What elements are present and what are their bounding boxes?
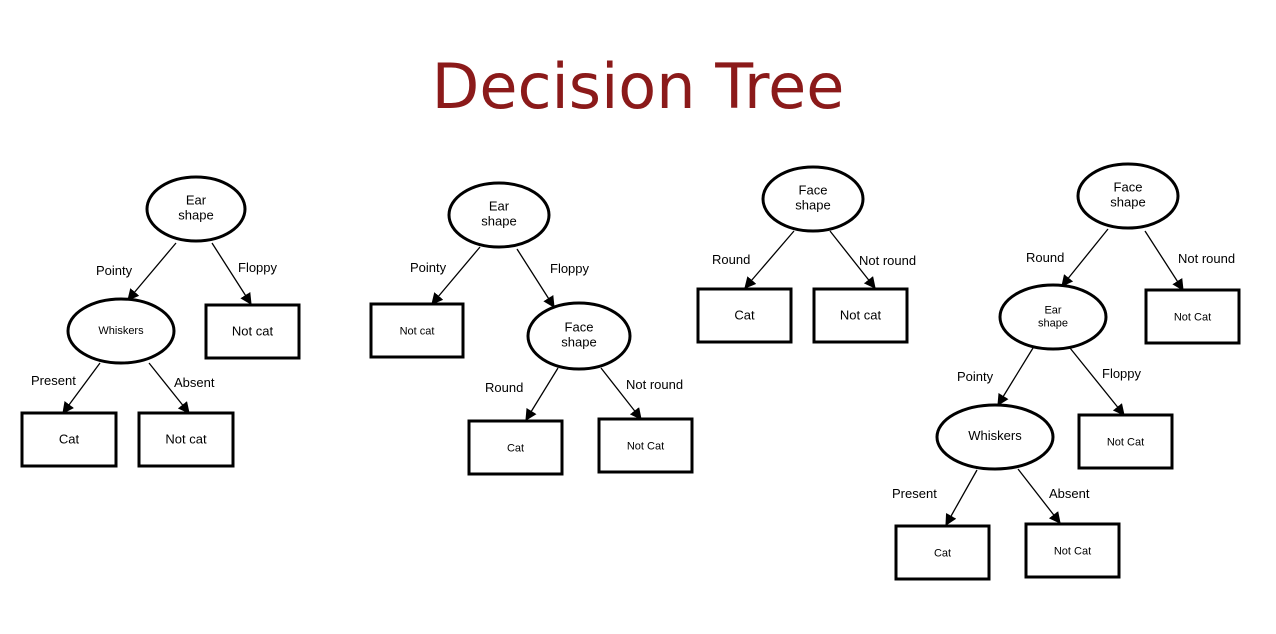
edge-arrow-round [744, 230, 795, 289]
leaf-node-box [369, 302, 465, 359]
leaf-node-cat: Cat [467, 419, 564, 476]
edge-arrow-floppy [211, 242, 252, 305]
leaf-node-cat: Cat [696, 287, 793, 344]
node-label: Not cat [840, 308, 882, 323]
edge-arrow-round [1061, 228, 1109, 287]
decision-node-whiskers: Whiskers [66, 297, 176, 365]
edge-arrow-pointy [127, 242, 177, 301]
edge-arrow-round [525, 367, 559, 421]
leaf-node-box [1144, 288, 1241, 345]
edge-arrow-present [62, 362, 101, 414]
leaf-node-cat: Cat [894, 524, 991, 581]
edge-arrow-pointy [997, 347, 1034, 406]
leaf-node-box [137, 411, 235, 468]
edge-label-floppy: Floppy [550, 261, 590, 276]
edge-arrow-floppy [516, 248, 555, 308]
edge-arrow-not-round [600, 367, 642, 420]
leaf-node-not-cat: Not Cat [597, 417, 694, 474]
edge-arrow-absent [1017, 468, 1061, 524]
edge-label-present: Present [892, 486, 937, 501]
edge-arrow-floppy [1069, 347, 1125, 416]
node-label: Cat [934, 547, 951, 559]
page-title: Decision Tree [432, 50, 845, 123]
decision-node-shape [145, 175, 247, 243]
node-label: Whiskers [98, 325, 144, 337]
leaf-node-box [1024, 522, 1121, 579]
leaf-node-not-cat: Not cat [204, 303, 301, 360]
decision-node-shape [447, 181, 551, 249]
leaf-node-box [894, 524, 991, 581]
edge-label-round: Round [1026, 250, 1064, 265]
leaf-node-box [696, 287, 793, 344]
edge-label-absent: Absent [174, 375, 215, 390]
node-label: Not Cat [1107, 436, 1144, 448]
node-label: Cat [507, 442, 524, 454]
edge-arrow-absent [148, 362, 190, 414]
node-label: Not Cat [1174, 311, 1211, 323]
edge-label-pointy: Pointy [410, 260, 447, 275]
decision-node-shape [66, 297, 176, 365]
edge-label-absent: Absent [1049, 486, 1090, 501]
leaf-node-box [467, 419, 564, 476]
decision-node-shape [761, 165, 865, 233]
decision-node-whiskers: Whiskers [935, 403, 1055, 471]
edge-arrow-pointy [431, 246, 481, 305]
decision-node-shape [998, 283, 1108, 351]
decision-node-shape [935, 403, 1055, 471]
leaf-node-box [204, 303, 301, 360]
leaf-node-not-cat: Not Cat [1144, 288, 1241, 345]
edge-label-pointy: Pointy [96, 263, 133, 278]
edge-label-not-round: Not round [1178, 251, 1235, 266]
edge-label-floppy: Floppy [1102, 366, 1142, 381]
edge-label-not-round: Not round [859, 253, 916, 268]
leaf-node-box [1077, 413, 1174, 470]
node-label: Cat [59, 432, 80, 447]
node-label: Whiskers [968, 428, 1022, 443]
edge-arrow-not-round [829, 230, 876, 289]
edge-label-pointy: Pointy [957, 369, 994, 384]
leaf-node-box [812, 287, 909, 344]
edge-label-present: Present [31, 373, 76, 388]
edge-label-not-round: Not round [626, 377, 683, 392]
leaf-node-not-cat: Not cat [137, 411, 235, 468]
leaf-node-not-cat: Not cat [812, 287, 909, 344]
leaf-node-not-cat: Not Cat [1024, 522, 1121, 579]
node-label: Cat [734, 308, 755, 323]
node-label: Not cat [232, 324, 274, 339]
leaf-node-not-cat: Not Cat [1077, 413, 1174, 470]
node-label: Not Cat [627, 440, 664, 452]
edge-arrow-not-round [1144, 230, 1184, 291]
edge-label-floppy: Floppy [238, 260, 278, 275]
node-label: Not Cat [1054, 545, 1091, 557]
leaf-node-box [597, 417, 694, 474]
decision-node-shape [1076, 162, 1180, 230]
leaf-node-box [20, 411, 118, 468]
edge-label-round: Round [485, 380, 523, 395]
node-label: Not cat [400, 325, 435, 337]
decision-node-shape [526, 301, 632, 371]
node-label: Not cat [165, 432, 207, 447]
leaf-node-not-cat: Not cat [369, 302, 465, 359]
edge-label-round: Round [712, 252, 750, 267]
leaf-node-cat: Cat [20, 411, 118, 468]
edge-arrow-present [945, 469, 978, 527]
